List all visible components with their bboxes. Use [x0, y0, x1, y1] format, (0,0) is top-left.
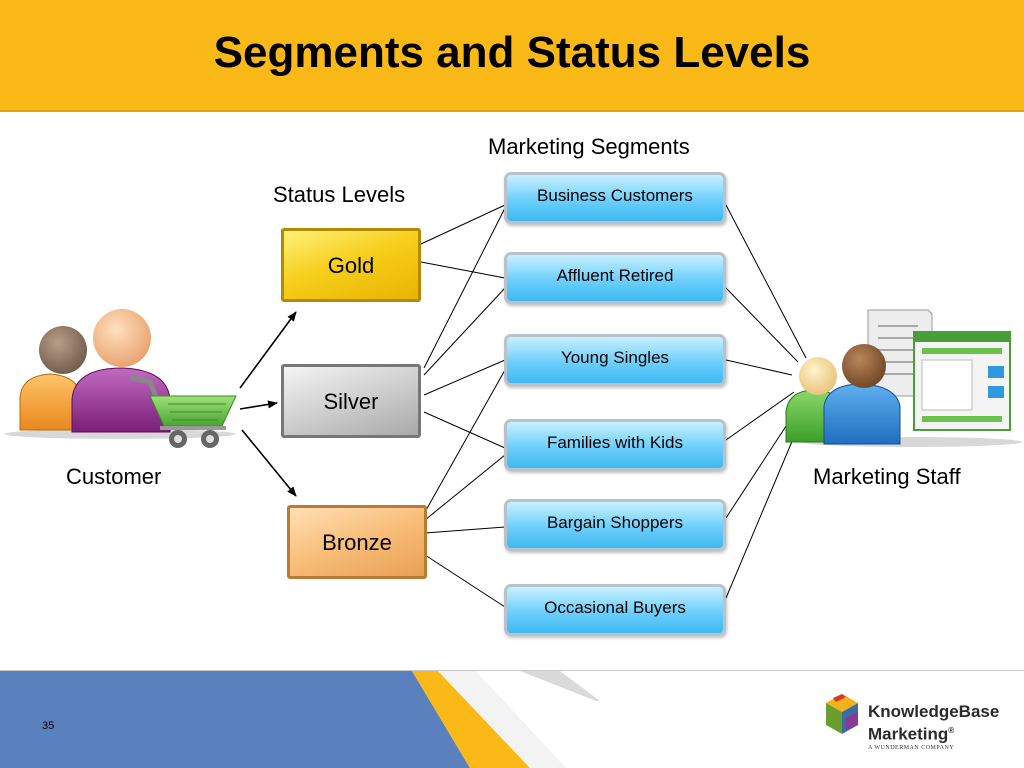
- marketing-staff-illustration: [785, 309, 1022, 447]
- brand-line-2: Marketing®: [868, 721, 999, 744]
- segment-affluent-retired: Affluent Retired: [504, 252, 726, 304]
- page-title: Segments and Status Levels: [213, 28, 811, 77]
- customer-label: Customer: [66, 464, 162, 489]
- customer-illustration: [4, 309, 237, 448]
- footer-decoration: [0, 671, 600, 768]
- header-divider: [0, 110, 1024, 112]
- marketing-segments-label: Marketing Segments: [488, 134, 690, 159]
- segment-young-singles: Young Singles: [504, 334, 726, 386]
- staff-person-right-icon: [823, 344, 901, 445]
- customer-person-front-icon: [71, 309, 171, 433]
- brand-name: KnowledgeBase Marketing®: [868, 702, 999, 744]
- knowledgebase-cube-logo-icon: [826, 694, 858, 734]
- brand-line-2-text: Marketing: [868, 724, 949, 744]
- status-silver: Silver: [281, 364, 421, 438]
- status-levels-label: Status Levels: [273, 182, 406, 207]
- brand-registered-mark: ®: [948, 726, 955, 735]
- shopping-cart-icon: [129, 375, 237, 448]
- status-bronze: Bronze: [287, 505, 427, 579]
- segment-families-with-kids: Families with Kids: [504, 419, 726, 471]
- footer-divider: [0, 670, 1024, 671]
- web-page-icon: [913, 331, 1011, 431]
- brand-line-1: KnowledgeBase: [868, 702, 1000, 721]
- page-number: 35: [42, 720, 55, 732]
- brand-tagline: A WUNDERMAN COMPANY: [868, 745, 955, 751]
- segment-business-customers: Business Customers: [504, 172, 726, 224]
- header-band: [0, 0, 1024, 110]
- customer-person-back-icon: [19, 326, 87, 431]
- status-gold: Gold: [281, 228, 421, 302]
- marketing-staff-label: Marketing Staff: [813, 464, 961, 489]
- segment-bargain-shoppers: Bargain Shoppers: [504, 499, 726, 551]
- segment-occasional-buyers: Occasional Buyers: [504, 584, 726, 636]
